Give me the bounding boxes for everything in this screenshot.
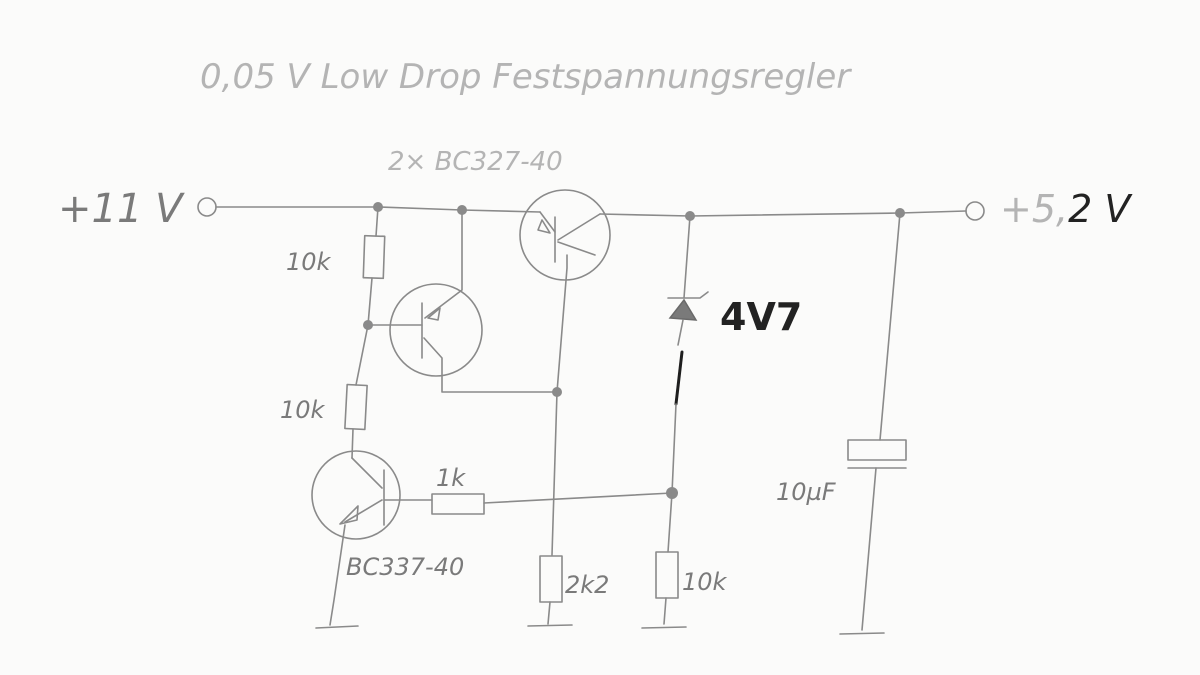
resistor-2k2 xyxy=(539,555,563,603)
wire-2k2-upper xyxy=(551,391,558,556)
wire-zener-gap xyxy=(677,319,684,346)
resistor-10k-mid-label: 10k xyxy=(280,396,326,424)
wire-base-right xyxy=(483,492,673,504)
wire-cap-lower xyxy=(861,467,877,631)
resistor-10k-top-label: 10k xyxy=(286,248,332,276)
output-voltage-label: +5,2 V xyxy=(1000,187,1133,231)
transistor-pair-label: 2× BC327-40 xyxy=(388,147,563,177)
output-terminal xyxy=(965,201,985,221)
zener-label: 4V7 xyxy=(720,295,802,339)
resistor-10k-top xyxy=(362,234,386,280)
ground-2k2 xyxy=(527,624,573,627)
resistor-10k-bottom-label: 10k xyxy=(682,568,728,596)
wire-10k-bottom-upper xyxy=(667,492,673,553)
top-rail-right xyxy=(599,210,967,217)
pass-transistor xyxy=(519,189,611,393)
resistor-1k xyxy=(431,493,485,515)
top-rail-left xyxy=(215,206,541,213)
resistor-10k-mid xyxy=(344,383,368,431)
sense-transistor xyxy=(311,450,401,629)
wire-r-top-lower xyxy=(355,277,373,386)
wire-r-top-upper xyxy=(375,206,379,237)
input-voltage-label: +11 V xyxy=(58,186,185,232)
wire-2k2-lower xyxy=(547,601,551,625)
zener-diode xyxy=(667,291,709,321)
sense-transistor-label: BC337-40 xyxy=(346,553,464,581)
wire-r-mid-lower xyxy=(351,428,354,459)
resistor-10k-bottom xyxy=(655,551,679,599)
capacitor-label: 10µF xyxy=(776,478,837,506)
wire-10k-bottom-lower xyxy=(663,597,667,625)
schematic-title: 0,05 V Low Drop Festspannungsregler xyxy=(200,57,852,97)
output-voltage-suffix: 2 V xyxy=(1068,187,1133,231)
capacitor-plate-top xyxy=(847,439,907,461)
driver-transistor xyxy=(367,209,558,393)
ground-cap xyxy=(839,632,885,635)
wire-zener-dark xyxy=(674,350,684,406)
wire-cap-upper xyxy=(879,212,901,441)
wire-zener-lower xyxy=(671,403,677,494)
resistor-1k-label: 1k xyxy=(436,464,466,492)
ground-10k-bottom xyxy=(641,626,687,629)
input-terminal xyxy=(197,197,217,217)
wire-zener-upper xyxy=(683,215,691,299)
output-voltage-prefix: +5, xyxy=(1000,187,1068,231)
resistor-2k2-label: 2k2 xyxy=(565,571,609,599)
